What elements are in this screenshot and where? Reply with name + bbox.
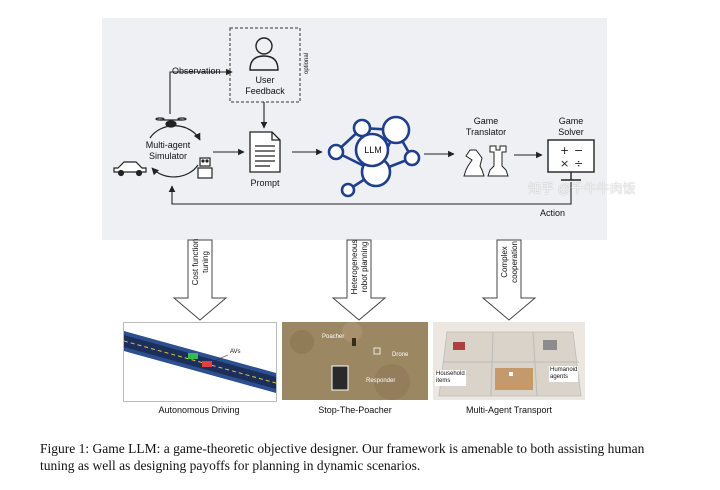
poacher-scene: Poacher Drone Responder [282,322,428,400]
humanoid-agents-tag: Humanoid agents [549,366,579,382]
arrow-label-1: Cost function tuning [191,238,210,286]
transport-scene: Household items Humanoid agents [433,322,585,400]
prompt-label: Prompt [250,178,280,188]
game-translator-label: Game Translator [465,116,507,137]
household-items-tag: Household items [435,370,466,386]
simulator-label: Multi-agent Simulator [145,140,191,161]
responder-tag: Responder [366,378,396,384]
driving-scene: AVs [123,322,277,402]
game-solver-label: Game Solver [558,116,584,137]
arrow-label-3: Complex cooperation [500,241,519,283]
svg-text:+: + [560,144,569,157]
observation-edge [169,68,233,114]
svg-text:÷: ÷ [574,157,583,170]
watermark: 知乎 @千牛牛肉饭 [528,181,636,196]
user-feedback-box [229,27,301,103]
avs-tag: AVs [230,349,241,355]
drone-tag: Drone [392,352,409,358]
observation-label: Observation [172,66,221,76]
document-icon [249,131,281,173]
svg-text:×: × [560,157,569,170]
transport-caption: Multi-Agent Transport [465,405,553,415]
poacher-caption: Stop-The-Poacher [318,405,392,415]
llm-network-icon [327,115,421,198]
llm-label: LLM [364,145,382,155]
action-label: Action [540,208,566,218]
down-arrow-2 [331,239,387,321]
figure-caption: Figure 1: Game LLM: a game-theoretic obj… [40,441,645,473]
user-icon [249,37,279,71]
action-edge [168,182,572,205]
down-arrow-3 [481,239,537,321]
arrow-label-2: Heterogeneous robot planning [350,239,369,295]
optional-label: optional [304,52,310,74]
driving-caption: Autonomous Driving [158,405,240,415]
simulator-icon [113,117,213,179]
svg-text:−: − [574,144,583,157]
poacher-tag: Poacher [322,334,345,340]
chess-pieces-icon [463,145,509,177]
calculator-monitor-icon: + − × ÷ [547,139,595,181]
down-arrow-1 [172,239,228,321]
user-feedback-label: User Feedback [245,75,285,96]
